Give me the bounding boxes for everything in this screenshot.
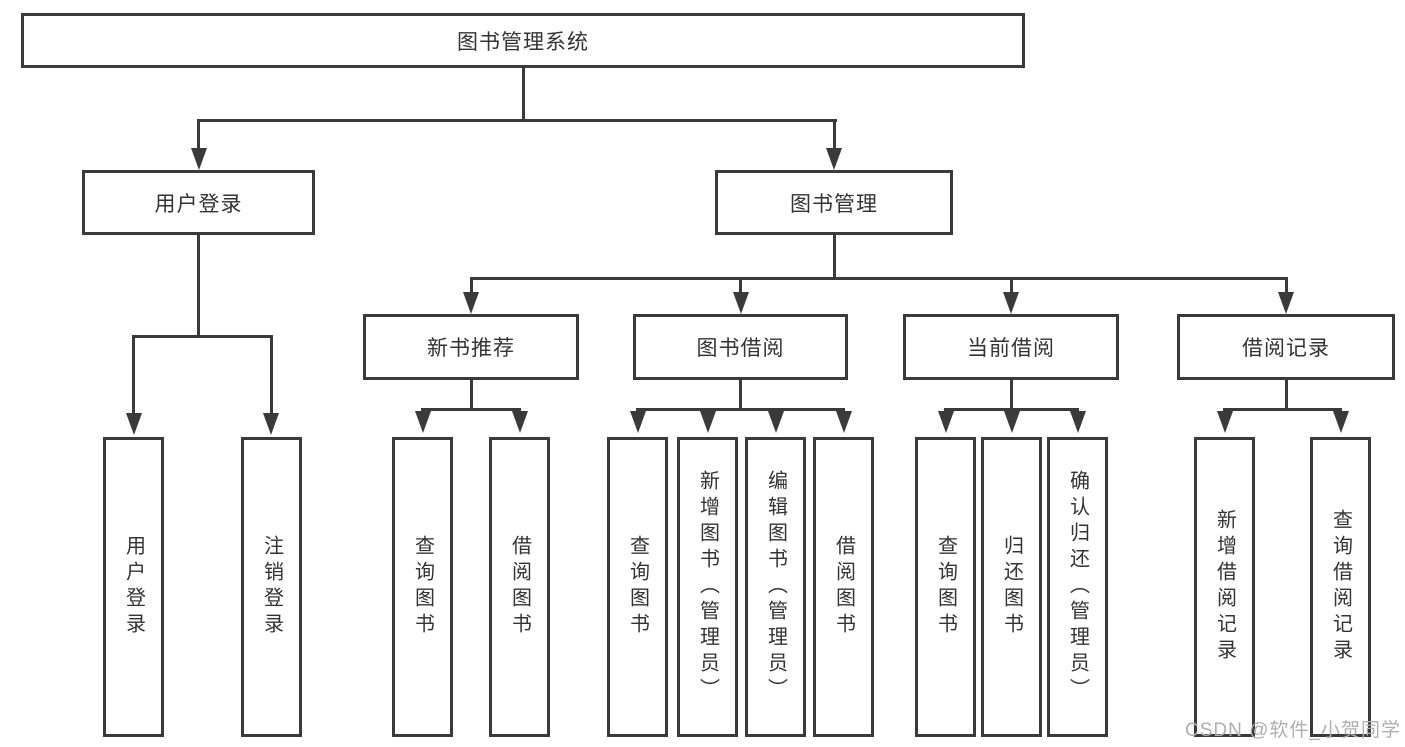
node-book-borrowing-label: 图书借阅	[696, 337, 785, 360]
node-book-management-label: 图书管理	[790, 192, 878, 216]
connector-current-rail	[944, 408, 1079, 411]
leaf-add-book-admin-label: 新增图书（管理员）	[696, 470, 719, 704]
leaf-return-book-label: 归还图书	[1000, 535, 1023, 639]
leaf-return-book: 归还图书	[981, 437, 1042, 737]
watermark: CSDN @软件_小贺同学	[1185, 720, 1401, 741]
connector-newbook-rail	[421, 408, 521, 411]
node-borrowing-records-label: 借阅记录	[1242, 337, 1330, 360]
connector-userlogin-rail	[132, 335, 272, 338]
arrow-down-icon	[414, 411, 431, 433]
leaf-borrow-books-recommend: 借阅图书	[489, 437, 550, 737]
connector-userlogin-stem	[197, 235, 200, 338]
arrow-down-icon	[767, 411, 784, 433]
connector-bookmgmt-drop-3	[1009, 277, 1013, 295]
node-borrowing-records: 借阅记录	[1177, 314, 1395, 380]
node-library-system: 图书管理系统	[21, 13, 1025, 68]
connector-newbook-stem	[469, 380, 473, 411]
arrow-down-icon	[1278, 292, 1294, 314]
leaf-user-login: 用户登录	[103, 437, 164, 737]
connector-bookmgmt-stem	[832, 235, 836, 280]
leaf-logout-label: 注销登录	[260, 535, 283, 639]
leaf-edit-book-admin: 编辑图书（管理员）	[745, 437, 806, 737]
arrow-down-icon	[1003, 292, 1019, 314]
connector-root-rail	[197, 119, 837, 122]
leaf-borrow-books-borrowing-label: 借阅图书	[832, 535, 855, 639]
arrow-down-icon	[463, 292, 479, 314]
connector-root-drop-right	[832, 119, 836, 151]
connector-bookmgmt-drop-2	[739, 277, 742, 295]
connector-bookmgmt-drop-1	[469, 277, 473, 295]
node-current-borrowing-label: 当前借阅	[967, 337, 1055, 360]
leaf-query-borrow-record-label: 查询借阅记录	[1329, 509, 1352, 665]
arrow-down-icon	[125, 413, 142, 435]
arrow-down-icon	[190, 148, 207, 170]
leaf-query-books-borrowing: 查询图书	[607, 437, 668, 737]
leaf-query-borrow-record: 查询借阅记录	[1310, 437, 1371, 737]
leaf-query-books-recommend-label: 查询图书	[411, 535, 434, 639]
leaf-query-books-borrowing-label: 查询图书	[626, 535, 649, 639]
leaf-query-books-recommend: 查询图书	[392, 437, 453, 737]
connector-records-rail	[1223, 408, 1342, 411]
connector-bookmgmt-drop-4	[1284, 277, 1288, 295]
leaf-confirm-return-admin: 确认归还（管理员）	[1047, 437, 1108, 737]
leaf-borrow-books-borrowing: 借阅图书	[813, 437, 874, 737]
arrow-down-icon	[511, 411, 528, 433]
connector-records-stem	[1284, 380, 1288, 411]
node-book-management: 图书管理	[715, 170, 953, 235]
arrow-down-icon	[1216, 411, 1233, 433]
connector-userlogin-drop-2	[269, 335, 273, 413]
connector-root-stem	[521, 68, 525, 119]
leaf-add-borrow-record-label: 新增借阅记录	[1213, 509, 1236, 665]
arrow-down-icon	[1069, 411, 1086, 433]
arrow-down-icon	[1003, 411, 1020, 433]
connector-borrowing-stem	[739, 380, 742, 411]
arrow-down-icon	[937, 411, 954, 433]
node-library-system-label: 图书管理系统	[457, 30, 589, 54]
leaf-add-book-admin: 新增图书（管理员）	[677, 437, 738, 737]
connector-current-stem	[1009, 380, 1013, 411]
leaf-user-login-label: 用户登录	[122, 535, 145, 639]
connector-bookmgmt-rail	[469, 277, 1288, 280]
arrow-down-icon	[699, 411, 716, 433]
leaf-logout: 注销登录	[241, 437, 302, 737]
leaf-query-books-current: 查询图书	[915, 437, 976, 737]
node-user-login: 用户登录	[82, 170, 315, 235]
arrow-down-icon	[826, 148, 842, 170]
node-book-borrowing: 图书借阅	[633, 314, 848, 380]
arrow-down-icon	[263, 413, 279, 435]
leaf-edit-book-admin-label: 编辑图书（管理员）	[764, 470, 787, 704]
arrow-down-icon	[629, 411, 646, 433]
arrow-down-icon	[835, 411, 852, 433]
connector-userlogin-drop-1	[132, 335, 135, 413]
node-new-book-recommend-label: 新书推荐	[427, 337, 515, 360]
node-current-borrowing: 当前借阅	[903, 314, 1119, 380]
leaf-confirm-return-admin-label: 确认归还（管理员）	[1066, 470, 1089, 704]
leaf-query-books-current-label: 查询图书	[934, 535, 957, 639]
node-new-book-recommend: 新书推荐	[363, 314, 579, 380]
connector-root-drop-left	[197, 119, 200, 151]
connector-borrowing-rail	[636, 408, 845, 411]
arrow-down-icon	[732, 292, 749, 314]
node-user-login-label: 用户登录	[154, 192, 243, 216]
leaf-borrow-books-recommend-label: 借阅图书	[508, 535, 531, 639]
leaf-add-borrow-record: 新增借阅记录	[1194, 437, 1255, 737]
arrow-down-icon	[1332, 411, 1349, 433]
